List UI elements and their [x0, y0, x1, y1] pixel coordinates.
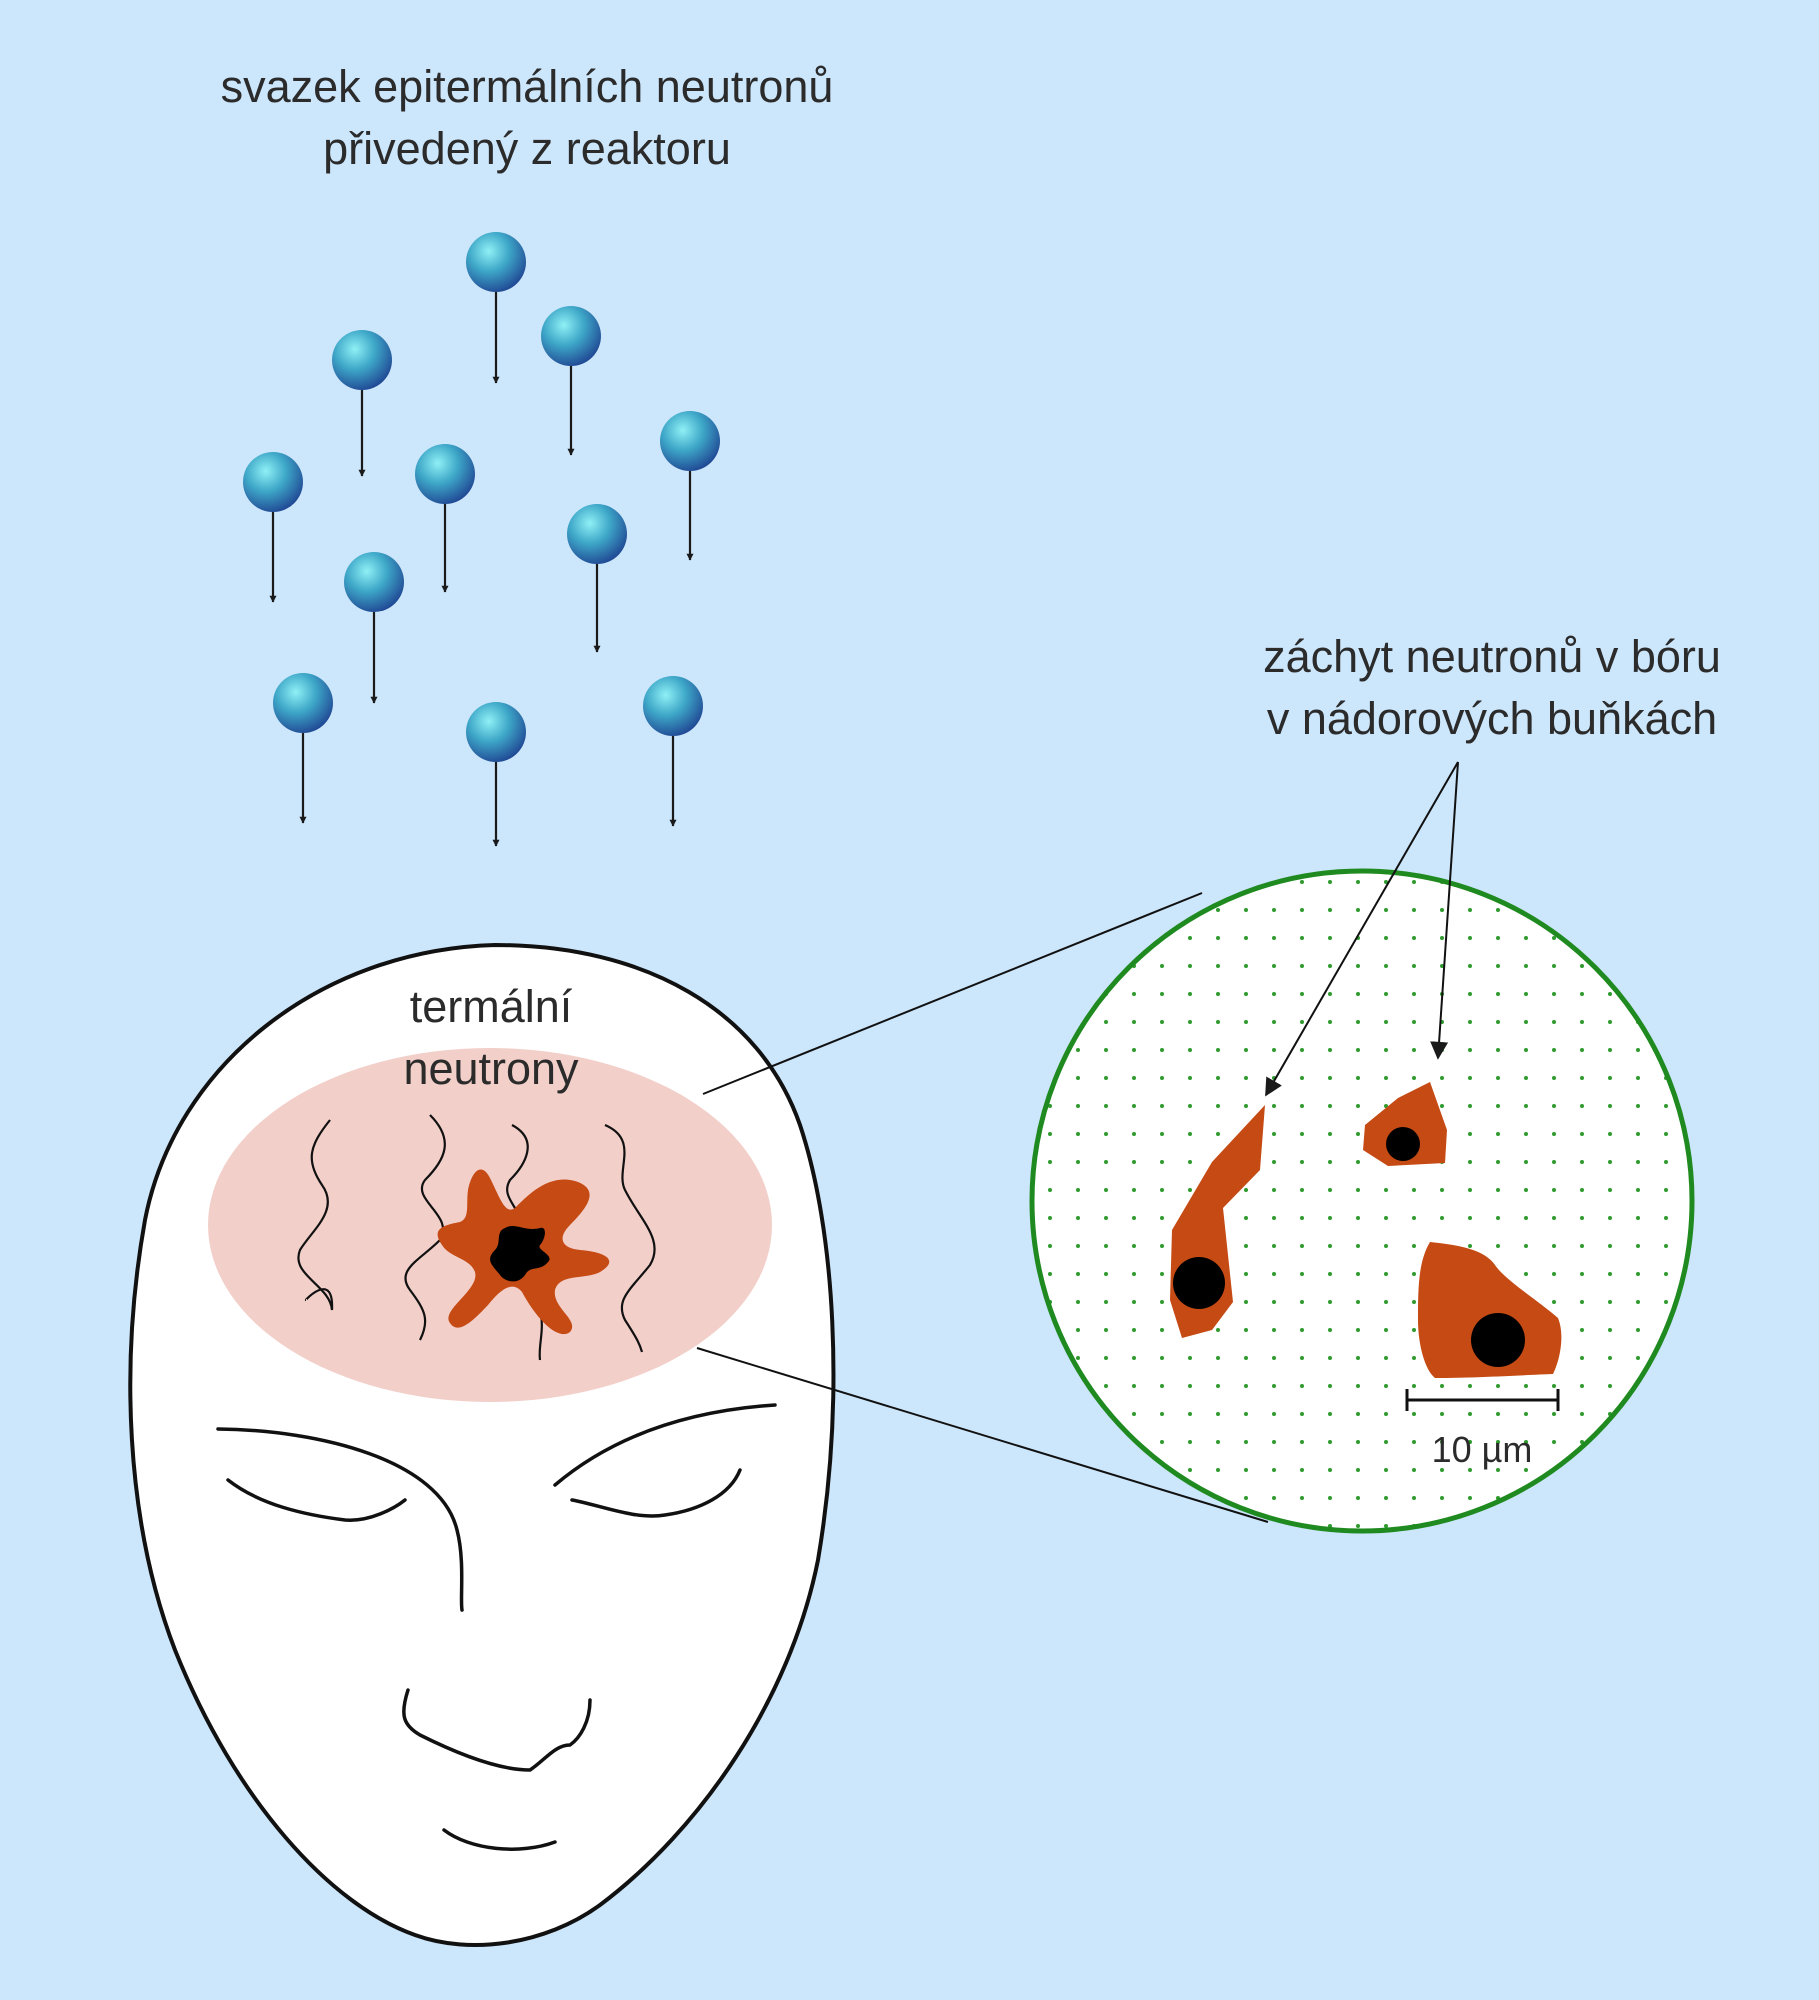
inset-magnification: 10 µm — [1029, 868, 1695, 1534]
zoom-line-bottom — [696, 1347, 1269, 1523]
scale-bar — [1405, 1389, 1560, 1411]
neutron-ball — [243, 452, 303, 512]
tumor-core — [490, 1226, 550, 1282]
cell-nucleus-2 — [1386, 1127, 1420, 1161]
right-eye — [570, 1468, 742, 1518]
head-outline-group — [128, 942, 836, 1947]
neutron-ball — [567, 504, 627, 564]
scale-bar-label: 10 µm — [1432, 1429, 1533, 1470]
neutron-ball — [415, 444, 475, 504]
wave-1 — [297, 1119, 334, 1311]
capture-label-line2: v nádorových buňkách — [1267, 693, 1717, 744]
capture-arrow-2 — [1430, 761, 1459, 1060]
cell-nucleus-3 — [1471, 1313, 1525, 1367]
neutron-ball — [466, 702, 526, 762]
neutron-ball — [332, 330, 392, 390]
tumor-cell-2 — [1363, 1082, 1447, 1166]
zoom-line-top — [702, 892, 1203, 1095]
left-eyebrow — [216, 1427, 464, 1612]
cell-nucleus-1 — [1173, 1257, 1225, 1309]
neutron-ball — [541, 306, 601, 366]
nose — [402, 1688, 592, 1772]
inset-border — [1029, 868, 1695, 1534]
beam-title-line1: svazek epitermálních neutronů — [221, 61, 834, 112]
face-features — [216, 1403, 777, 1851]
neutron-ball — [273, 673, 333, 733]
neutron-ball — [660, 411, 720, 471]
right-eyebrow — [553, 1403, 777, 1487]
inset-tissue-dots — [1032, 871, 1692, 1531]
neutron-beam — [243, 232, 720, 847]
tumor-cell-3 — [1418, 1242, 1562, 1378]
capture-arrow-1 — [1265, 761, 1459, 1097]
beam-title-line2: přivedený z reaktoru — [323, 123, 731, 174]
neutron-ball — [344, 552, 404, 612]
neutron-ball — [466, 232, 526, 292]
capture-label-line1: záchyt neutronů v bóru — [1263, 631, 1721, 682]
left-eye — [226, 1478, 407, 1522]
thermal-label-line2: neutrony — [403, 1043, 579, 1094]
wave-4 — [604, 1123, 656, 1353]
mouth — [442, 1828, 557, 1851]
thermal-label-line1: termální — [410, 981, 573, 1032]
neutron-ball — [643, 676, 703, 736]
